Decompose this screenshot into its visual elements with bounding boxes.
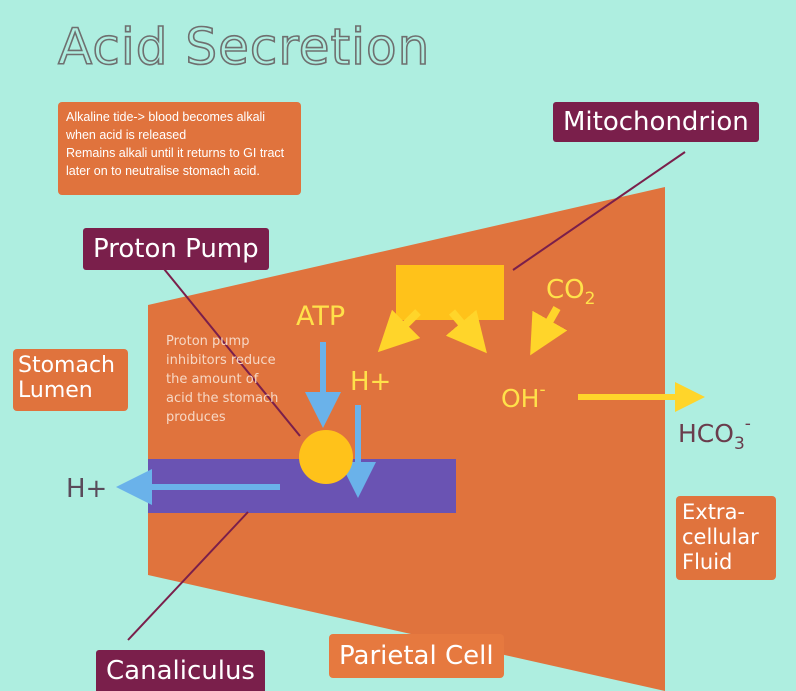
oh-main-text: OH: [501, 384, 539, 413]
parietal-cell-label: Parietal Cell: [329, 634, 504, 678]
extracellular-fluid-line: Extra-: [682, 500, 746, 524]
hco3-label: HCO3-: [678, 414, 751, 454]
mitochondrion-shape: [396, 265, 504, 320]
extracellular-fluid-line: cellular: [682, 525, 759, 549]
proton-pump-label: Proton Pump: [83, 228, 269, 270]
oh-label: OH-: [501, 380, 546, 413]
extracellular-fluid-line: Fluid: [682, 550, 733, 574]
h-plus-inside-label: H+: [350, 367, 391, 397]
proton-pump-pointer-line: [159, 263, 301, 437]
mitochondrion-label: Mitochondrion: [553, 102, 759, 142]
canaliculus-pointer-line: [127, 511, 249, 641]
co2-arrow: [530, 306, 568, 356]
note-line: when acid is released: [66, 128, 187, 142]
inhibitor-note-line: inhibitors reduce: [166, 353, 276, 368]
note-line: Remains alkali until it returns to GI tr…: [66, 146, 285, 160]
inhibitor-note-line: Proton pump: [166, 334, 249, 349]
stomach-lumen-line: Stomach: [18, 353, 116, 378]
hco3-superscript: -: [745, 414, 751, 434]
co2-subscript: 2: [585, 289, 596, 309]
co2-main-text: CO: [546, 275, 585, 305]
h-plus-lumen-label: H+: [66, 474, 107, 504]
inhibitor-note-line: produces: [166, 410, 226, 425]
mitochondrion-pointer-line: [512, 151, 686, 271]
stomach-lumen-line: Lumen: [18, 378, 93, 403]
page-title: Acid Secretion: [57, 17, 431, 77]
inhibitor-note-line: the amount of: [166, 372, 259, 387]
oh-superscript: -: [539, 380, 545, 400]
hco3-main-text: HCO: [678, 419, 734, 448]
extracellular-fluid-label: Extra- cellular Fluid: [676, 496, 776, 580]
note-line: later on to neutralise stomach acid.: [66, 164, 260, 178]
alkaline-tide-note: Alkaline tide-> blood becomes alkali whe…: [58, 102, 301, 195]
canaliculus-label: Canaliculus: [96, 650, 265, 691]
inhibitor-note-line: acid the stomach: [166, 391, 278, 406]
co2-label: CO2: [546, 275, 595, 309]
atp-label: ATP: [296, 301, 345, 332]
stomach-lumen-label: Stomach Lumen: [13, 349, 128, 411]
note-line: Alkaline tide-> blood becomes alkali: [66, 110, 266, 124]
inhibitor-note: Proton pump inhibitors reduce the amount…: [166, 334, 283, 425]
mito-to-h-arrow: [377, 309, 421, 353]
mito-to-oh-arrow: [445, 309, 487, 354]
proton-pump-shape: [299, 430, 353, 484]
hco3-subscript: 3: [734, 434, 745, 454]
